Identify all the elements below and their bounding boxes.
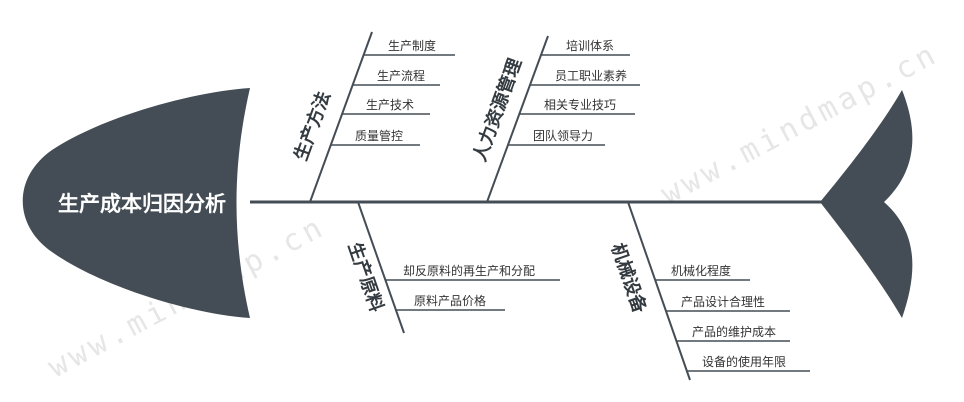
fish-head: [22, 88, 250, 318]
bone-machinery: [627, 201, 691, 381]
leaf-label: 生产技术: [366, 98, 414, 112]
diagram-title: 生产成本归因分析: [58, 192, 226, 216]
leaf-label: 却反原料的再生产和分配: [403, 263, 535, 278]
leaf-label: 培训体系: [566, 38, 614, 53]
leaf-label: 生产流程: [377, 68, 425, 83]
bone-production-method: [309, 31, 373, 203]
leaf-label: 机械化程度: [671, 263, 731, 278]
leaf-label: 设备的使用年限: [702, 354, 786, 369]
bone-human-resources: [486, 35, 549, 203]
leaf-label: 相关专业技巧: [544, 97, 616, 112]
leaf-label: 原料产品价格: [414, 293, 486, 308]
leaf-label: 生产制度: [388, 38, 436, 53]
leaf-label: 产品的维护成本: [692, 324, 776, 339]
branch-label-human-resources: 人力资源管理: [469, 55, 527, 164]
leaf-label: 团队领导力: [533, 128, 593, 143]
bone-raw-materials: [357, 201, 405, 334]
fish-tail: [820, 90, 913, 318]
branch-label-raw-materials: 生产原料: [344, 239, 388, 314]
leaf-label: 产品设计合理性: [681, 294, 765, 309]
leaf-label: 质量管控: [355, 128, 403, 143]
leaf-label: 员工职业素养: [555, 68, 627, 83]
